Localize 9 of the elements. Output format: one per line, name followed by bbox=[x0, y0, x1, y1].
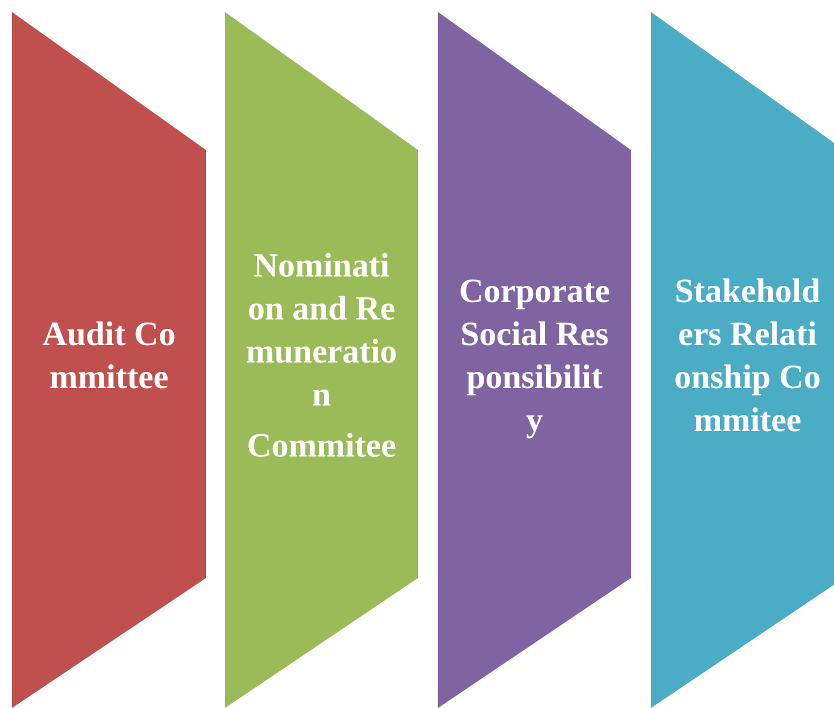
node-label: Audit Committee bbox=[41, 315, 177, 398]
chevron-shape bbox=[438, 12, 631, 708]
node-label: Commitee bbox=[246, 426, 398, 466]
chevron-shape bbox=[225, 12, 418, 708]
node-label: Corporate Social Responsibility bbox=[458, 272, 610, 441]
chevron-shape bbox=[651, 12, 834, 708]
node-label: Stakeholders Relationship Commitee bbox=[673, 272, 822, 441]
chevron-shape bbox=[12, 12, 206, 708]
node-label: Nomination and Remuneration bbox=[246, 246, 398, 416]
